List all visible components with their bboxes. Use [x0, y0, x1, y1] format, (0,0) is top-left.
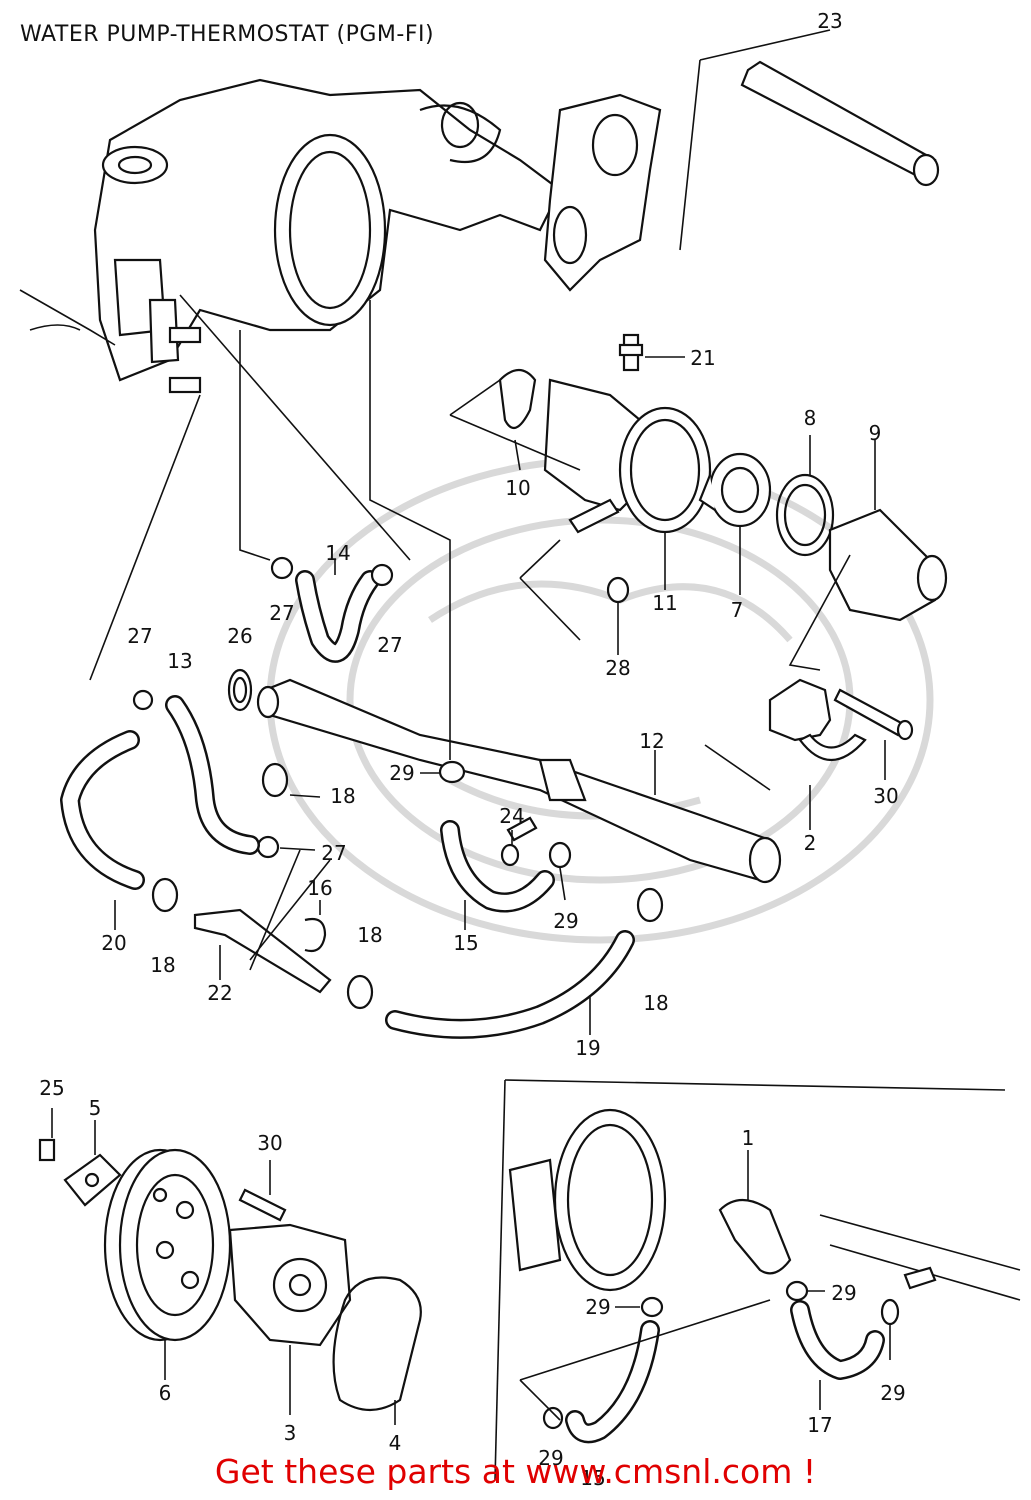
callout-29: 29: [553, 909, 578, 933]
part-28-nut: [519, 498, 630, 655]
callout-27: 27: [127, 624, 152, 648]
part-30-bolt: [833, 688, 914, 780]
part-8-o-ring: [775, 435, 835, 557]
callout-9: 9: [869, 421, 882, 445]
leader-lines-upper: [89, 294, 451, 971]
callout-18: 18: [643, 991, 668, 1015]
part-4-o-ring: [332, 1276, 422, 1425]
part-15-hose-lower: [565, 1320, 660, 1444]
callout-14: 14: [325, 541, 350, 565]
callout-25: 25: [39, 1076, 64, 1100]
callout-13: 13: [167, 649, 192, 673]
callout-12: 12: [639, 729, 664, 753]
callout-7: 7: [731, 598, 744, 622]
engine-bracket-illustration: [543, 93, 662, 292]
callout-4: 4: [389, 1431, 402, 1455]
callout-19: 19: [575, 1036, 600, 1060]
part-13-hose: [165, 695, 260, 855]
callout-30: 30: [257, 1131, 282, 1155]
callout-27: 27: [321, 841, 346, 865]
cmsnl-link[interactable]: Get these parts at www.cmsnl.com !: [214, 1452, 817, 1491]
callout-15: 15: [453, 931, 478, 955]
part-20-hose: [60, 730, 145, 930]
clamp-29: [420, 760, 572, 901]
part-2-bracket: [768, 678, 867, 830]
callout-17: 17: [807, 1413, 832, 1437]
page-title: WATER PUMP-THERMOSTAT (PGM-FI): [20, 22, 435, 47]
part-24-bolt: [500, 816, 538, 867]
part-1-bracket: [718, 1150, 792, 1275]
clamp-27: [132, 556, 394, 859]
callout-29: 29: [389, 761, 414, 785]
callout-22: 22: [207, 981, 232, 1005]
callout-16: 16: [307, 876, 332, 900]
part-19-hose: [385, 930, 635, 1039]
callout-18: 18: [330, 784, 355, 808]
part-10-gasket: [498, 368, 537, 471]
part-14-hose: [295, 560, 380, 663]
callout-27: 27: [269, 601, 294, 625]
part-17-hose: [790, 1300, 885, 1410]
clamp-29-lower: [519, 1280, 900, 1430]
callout-3: 3: [284, 1421, 297, 1445]
engine-block-illustration: [19, 78, 562, 394]
callout-29: 29: [831, 1281, 856, 1305]
callout-21: 21: [690, 346, 715, 370]
part-12-connecting-pipe: [256, 678, 782, 884]
callout-2: 2: [804, 831, 817, 855]
callout-26: 26: [227, 624, 252, 648]
callout-18: 18: [357, 923, 382, 947]
part-7-thermostat: [698, 452, 772, 595]
callout-28: 28: [605, 656, 630, 680]
callout-15: 15: [580, 1466, 605, 1490]
callout-20: 20: [101, 931, 126, 955]
frame-rails: [819, 1214, 1021, 1301]
part-6-pulley: [103, 1148, 232, 1380]
callout-5: 5: [89, 1096, 102, 1120]
part-5-gasket: [63, 1120, 122, 1207]
part-3-water-pump: [228, 1223, 352, 1415]
clamp-18: [151, 762, 664, 1010]
callout-27: 27: [377, 633, 402, 657]
callout-23: 23: [817, 9, 842, 33]
detail-frame: [494, 1079, 1006, 1481]
callout-8: 8: [804, 406, 817, 430]
part-25-bolt: [38, 1108, 56, 1162]
callout-30: 30: [873, 784, 898, 808]
part-11-thermostat-housing: [449, 378, 712, 590]
callout-11: 11: [652, 591, 677, 615]
part-16-clip: [304, 900, 327, 953]
callout-24: 24: [499, 804, 524, 828]
callout-29: 29: [538, 1446, 563, 1470]
callout-29: 29: [585, 1295, 610, 1319]
part-21-sensor: [618, 333, 685, 372]
part-23-water-pipe: [679, 29, 940, 251]
part-15-hose: [440, 820, 555, 930]
callout-29: 29: [880, 1381, 905, 1405]
callout-18: 18: [150, 953, 175, 977]
callout-6: 6: [159, 1381, 172, 1405]
part-22-pipe: [193, 908, 332, 994]
part-9-thermostat-cover: [788, 440, 948, 671]
part-30-bolt-lower: [238, 1160, 287, 1222]
callout-labels: 23 21 8 9 10 11 7 28 14 27 27 27 27 26 1…: [39, 9, 905, 1490]
callout-1: 1: [742, 1126, 755, 1150]
part-26-gasket: [227, 668, 253, 712]
callout-10: 10: [505, 476, 530, 500]
detail-housing: [508, 1108, 667, 1292]
